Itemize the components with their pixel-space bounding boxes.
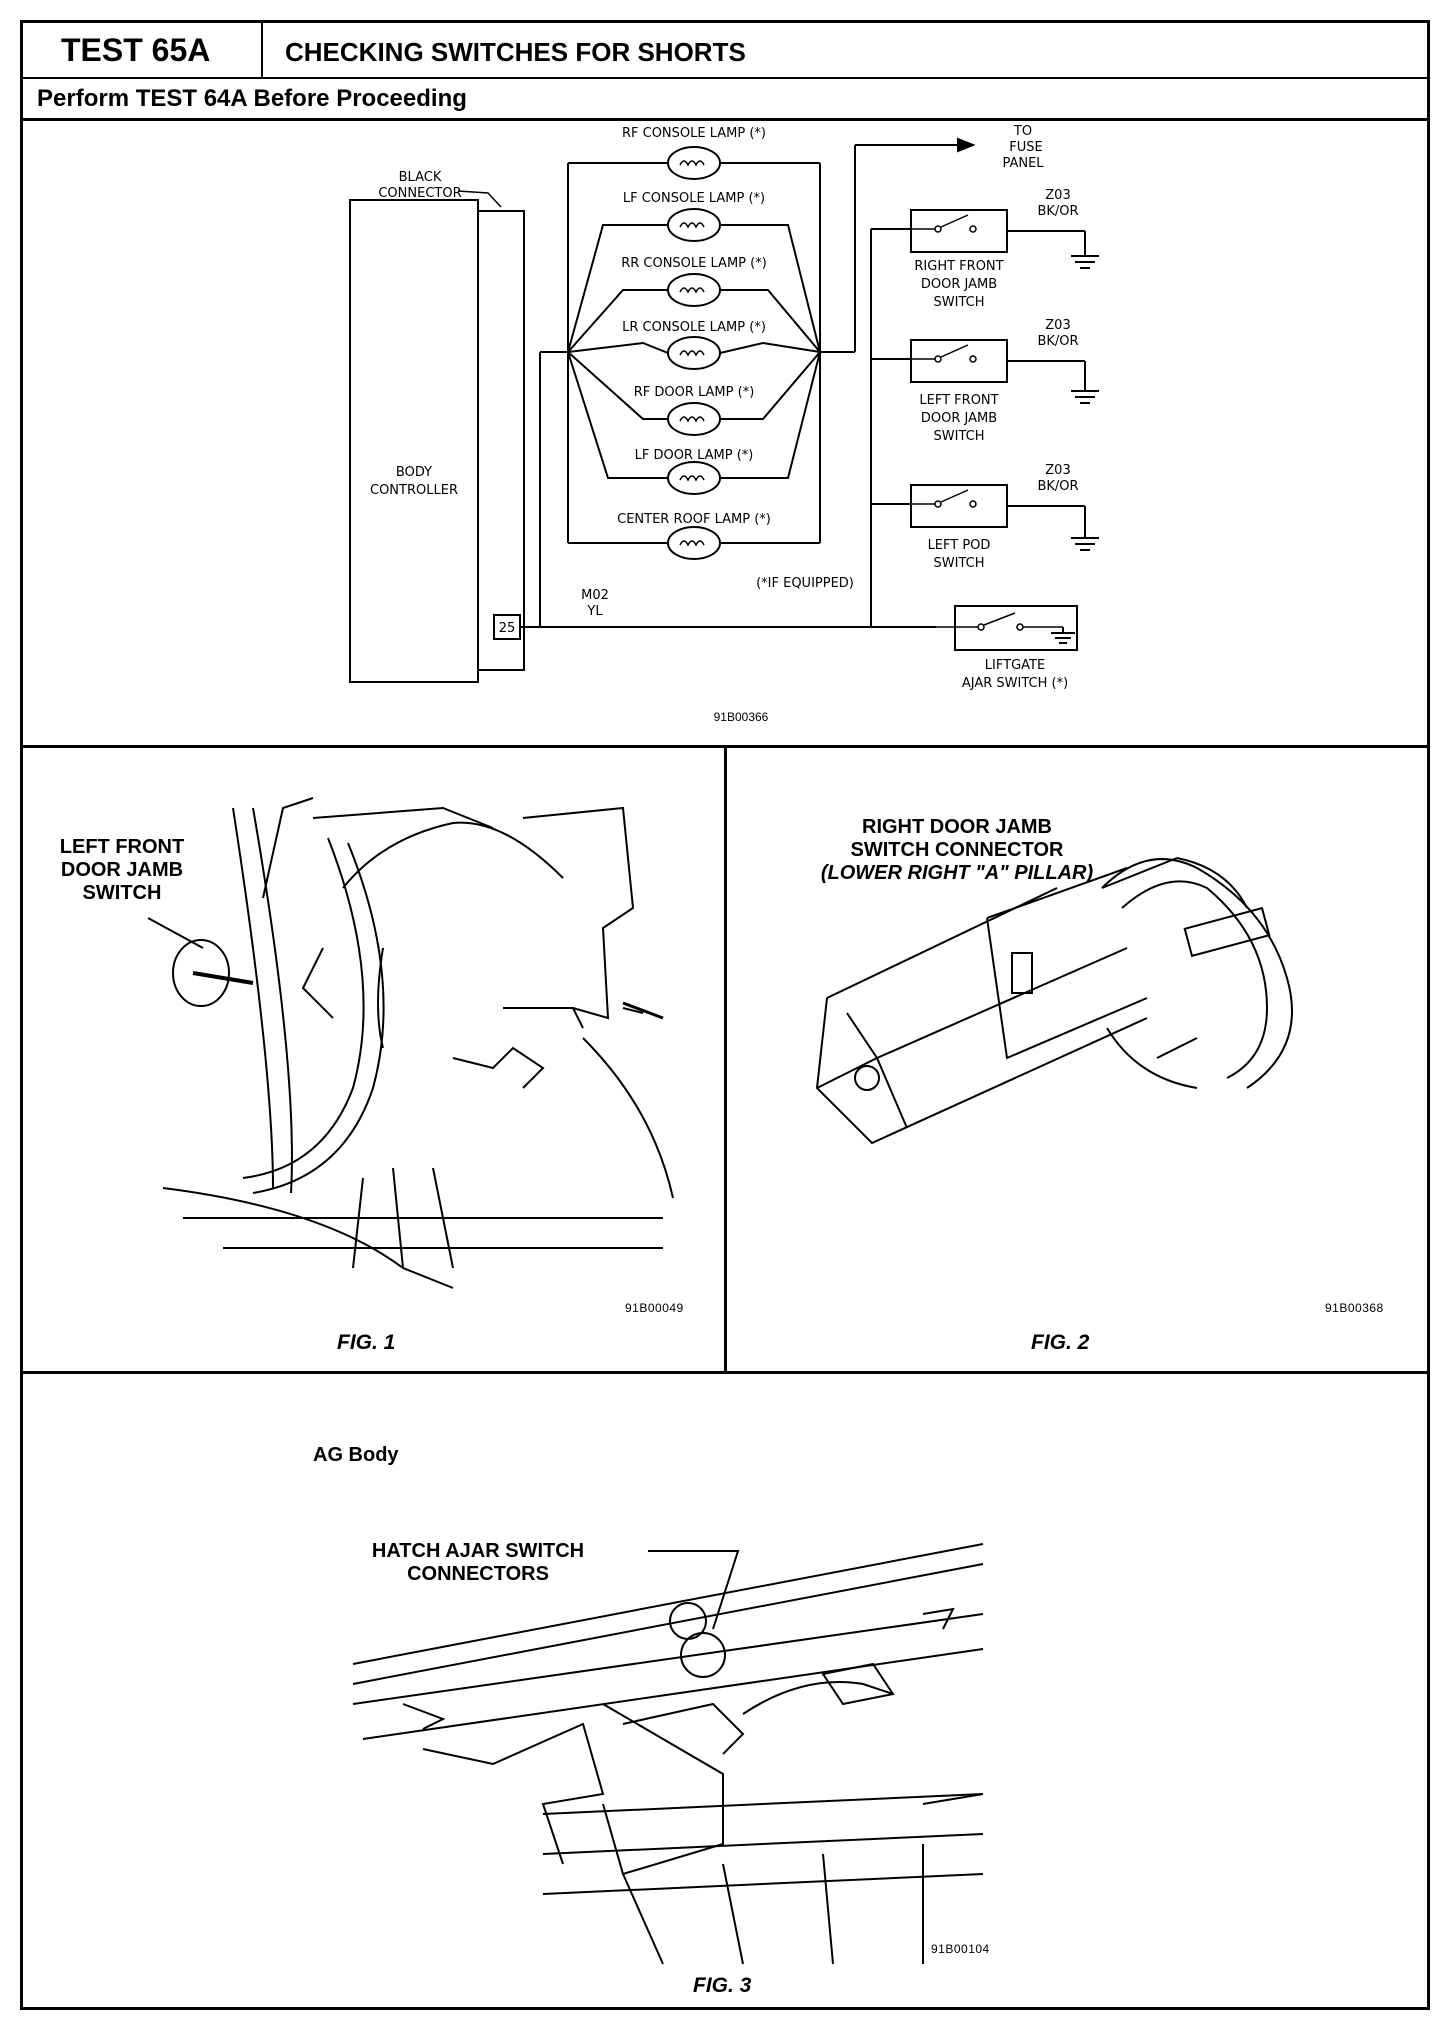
fig3-caption: FIG. 3 (693, 1974, 752, 1997)
black-connector-label-2: CONNECTOR (378, 186, 461, 201)
fig3-code: 91B00104 (931, 1942, 990, 1956)
fig1-caption: FIG. 1 (337, 1331, 396, 1354)
lamp-label: RF CONSOLE LAMP (*) (622, 126, 766, 141)
fig2-label-line: SWITCH CONNECTOR (850, 839, 1064, 861)
schematic-code: 91B00366 (714, 710, 769, 724)
switch-wire-code: Z03 (1045, 463, 1070, 478)
fuse-panel-label: TO (1013, 124, 1032, 139)
switch-label: LEFT POD (928, 538, 991, 553)
fig1-code: 91B00049 (625, 1301, 684, 1315)
fig3-label-line: HATCH AJAR SWITCH (371, 1540, 585, 1562)
lamp-label: RR CONSOLE LAMP (*) (621, 256, 767, 271)
test-title: CHECKING SWITCHES FOR SHORTS (285, 37, 746, 67)
switch-label: DOOR JAMB (921, 411, 997, 426)
lamp-label: LF DOOR LAMP (*) (635, 448, 754, 463)
lamp-label: LR CONSOLE LAMP (*) (622, 320, 766, 335)
switch-label: SWITCH (934, 556, 985, 571)
fig1-label-line: SWITCH (82, 882, 162, 904)
fuse-panel-label-2: FUSE (1009, 140, 1042, 155)
lamp-label: CENTER ROOF LAMP (*) (617, 512, 771, 527)
switch-wire-code: Z03 (1045, 188, 1070, 203)
fig2-code: 91B00368 (1325, 1301, 1384, 1315)
fig2-label-line: (LOWER RIGHT "A" PILLAR) (820, 862, 1094, 884)
fig3-label-line: CONNECTORS (407, 1563, 549, 1585)
fig3-illustration (352, 1543, 984, 1965)
switch-label: SWITCH (934, 295, 985, 310)
fig1-label-line: DOOR JAMB (60, 859, 184, 881)
liftgate-label: LIFTGATE (985, 658, 1045, 673)
lamp-label: RF DOOR LAMP (*) (634, 385, 755, 400)
schematic-diagram: BLACK CONNECTOR BODY CONTROLLER 25 M02 Y… (349, 124, 1099, 724)
fig2-caption: FIG. 2 (1031, 1331, 1090, 1354)
switch-wire-color: BK/OR (1037, 204, 1078, 219)
figure-3-panel: AG Body HATCH AJAR SWITCH CONNECTORS (23, 1374, 1427, 2007)
wire-code: M02 (581, 588, 609, 603)
wire-color: YL (586, 604, 603, 619)
test-id: TEST 65A (23, 23, 263, 77)
pin-number: 25 (499, 621, 516, 636)
body-controller-box (349, 199, 479, 683)
fig3-label: HATCH AJAR SWITCH CONNECTORS (343, 1540, 613, 1586)
switch-label: RIGHT FRONT (914, 259, 1003, 274)
switch-wire-color: BK/OR (1037, 479, 1078, 494)
fuse-panel-label-3: PANEL (1002, 156, 1044, 171)
fig1-label-line: LEFT FRONT (59, 836, 185, 858)
switch-wire-code: Z03 (1045, 318, 1070, 333)
fig1-illustration (147, 797, 674, 1289)
body-controller-label: BODY (396, 465, 432, 480)
fig2-label: RIGHT DOOR JAMB SWITCH CONNECTOR (LOWER … (767, 816, 1147, 885)
wiring-schematic: BLACK CONNECTOR BODY CONTROLLER 25 M02 Y… (23, 121, 1427, 748)
switch-label: SWITCH (934, 429, 985, 444)
fig2-illustration (815, 857, 1293, 1145)
black-connector-label: BLACK (399, 170, 442, 185)
switch-label: DOOR JAMB (921, 277, 997, 292)
if-equipped-note: (*IF EQUIPPED) (756, 576, 854, 591)
prerequisite-note: Perform TEST 64A Before Proceeding (23, 79, 1427, 121)
body-type-label: AG Body (313, 1444, 399, 1466)
body-controller-label-2: CONTROLLER (370, 483, 458, 498)
manual-page: TEST 65A CHECKING SWITCHES FOR SHORTS Pe… (20, 20, 1430, 2010)
switch-wire-color: BK/OR (1037, 334, 1078, 349)
test-header: TEST 65A CHECKING SWITCHES FOR SHORTS (23, 23, 1427, 79)
lamp-label: LF CONSOLE LAMP (*) (623, 191, 765, 206)
figure-1-panel: LEFT FRONT DOOR JAMB SWITCH (23, 748, 727, 1374)
liftgate-label-2: AJAR SWITCH (*) (962, 676, 1068, 691)
fig2-label-line: RIGHT DOOR JAMB (862, 816, 1052, 838)
figure-2-panel: RIGHT DOOR JAMB SWITCH CONNECTOR (LOWER … (727, 748, 1427, 1374)
fig1-label: LEFT FRONT DOOR JAMB SWITCH (47, 836, 197, 905)
switch-label: LEFT FRONT (919, 393, 998, 408)
black-connector-box (477, 210, 525, 671)
